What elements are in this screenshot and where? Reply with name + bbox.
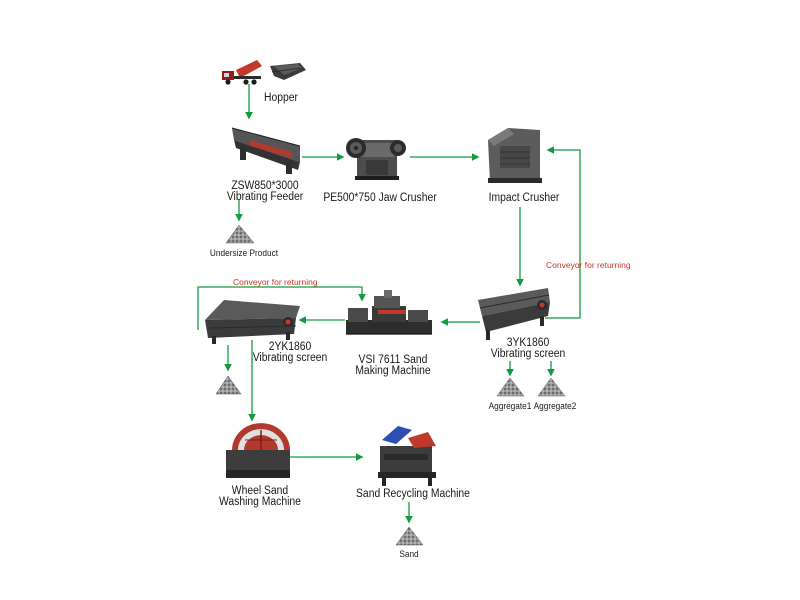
- screen3-label-model: 3YK1860: [506, 337, 550, 349]
- gravel-pile-icon: [537, 377, 566, 397]
- vsi-label-type: Making Machine: [355, 365, 431, 377]
- washer-label-line2: Washing Machine: [219, 496, 301, 508]
- return-conveyor-label-upper: Conveyor for returning: [233, 277, 318, 287]
- jaw-crusher-label: PE500*750 Jaw Crusher: [323, 192, 437, 204]
- recycler-label: Sand Recycling Machine: [356, 488, 470, 500]
- arrow-screen2-return-to-vsi: [197, 286, 366, 330]
- sand-recycling-machine-icon: [378, 426, 436, 486]
- gravel-pile-icon: [225, 224, 255, 244]
- sand-label: Sand: [399, 549, 419, 559]
- sand-making-machine-icon: [346, 290, 432, 335]
- return-conveyor-label-right: Conveyor for returning: [546, 260, 631, 270]
- dump-truck-icon: [222, 60, 262, 85]
- screen2-label-model: 2YK1860: [268, 341, 312, 353]
- aggregate1-label: Aggregate1: [488, 401, 532, 411]
- vsi-label-model: VSI 7611 Sand: [358, 354, 428, 366]
- gravel-pile-icon: [215, 375, 242, 395]
- aggregate2-label: Aggregate2: [533, 401, 577, 411]
- arrow-screen3-return-to-impact: [545, 146, 581, 319]
- impact-crusher-label: Impact Crusher: [488, 192, 560, 204]
- flow-arrows: [197, 84, 581, 524]
- vibrating-screen-icon: [478, 288, 550, 340]
- jaw-crusher-icon: [346, 138, 406, 180]
- screen2-label-type: Vibrating screen: [252, 352, 328, 364]
- feeder-label-type: Vibrating Feeder: [226, 191, 304, 203]
- gravel-pile-icon: [496, 377, 525, 397]
- hopper-icon: [270, 63, 306, 80]
- screen3-label-type: Vibrating screen: [490, 348, 566, 360]
- sand-pile-icon: [395, 526, 424, 546]
- feeder-label-model: ZSW850*3000: [231, 180, 299, 192]
- hopper-label: Hopper: [264, 92, 298, 104]
- undersize-label: Undersize Product: [209, 248, 279, 258]
- vibrating-feeder-icon: [231, 127, 301, 174]
- impact-crusher-icon: [488, 128, 542, 183]
- vibrating-screen-icon: [205, 300, 300, 344]
- wheel-sand-washer-icon: [226, 423, 290, 478]
- washer-label-line1: Wheel Sand: [231, 485, 289, 497]
